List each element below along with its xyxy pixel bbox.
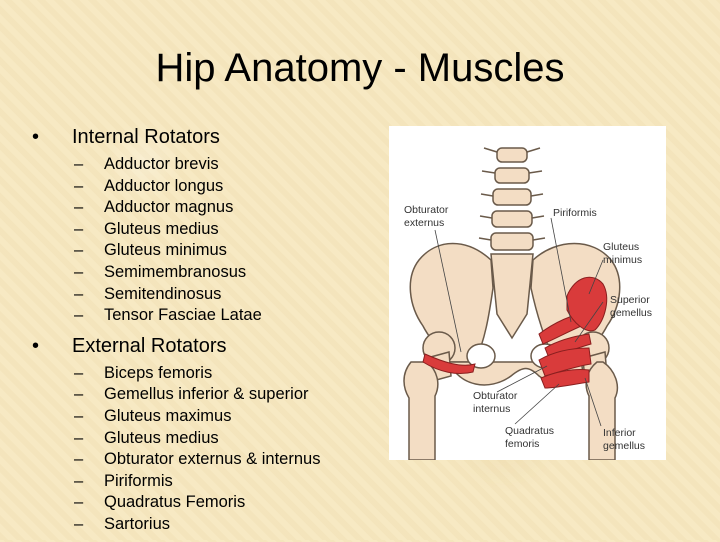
slide-title: Hip Anatomy - Muscles [155, 46, 565, 90]
bullet-icon: • [32, 334, 40, 357]
label-obturator-internus-1: Obturator [473, 390, 518, 402]
label-inferior-gemellus-2: gemellus [603, 440, 645, 452]
item-text: Gluteus minimus [104, 241, 227, 260]
label-obturator-externus-2: externus [404, 217, 444, 229]
leader-lines [434, 217, 604, 427]
list-item: – Gluteus minimus [30, 240, 380, 262]
label-superior-gemellus-2: gemellus [610, 307, 652, 319]
dash-icon: – [74, 155, 84, 173]
list-item: – Adductor brevis [30, 154, 380, 176]
list-item: – Adductor longus [30, 176, 380, 198]
item-text: Semimembranosus [104, 262, 247, 281]
dash-icon: – [74, 450, 84, 469]
item-text: Gemellus inferior & superior [104, 385, 309, 404]
label-obturator-internus-2: internus [473, 403, 510, 415]
list-item: – Semimembranosus [30, 262, 380, 284]
item-text: Gluteus medius [104, 219, 219, 238]
item-text: Adductor longus [104, 176, 224, 195]
label-superior-gemellus-1: Superior [610, 294, 650, 306]
muscle-lists: • Internal Rotators – Adductor brevis – Ad… [30, 124, 380, 542]
section-heading-internal: • Internal Rotators [30, 124, 380, 150]
dash-icon: – [74, 284, 84, 303]
section-heading-external: • External Rotators [30, 333, 380, 359]
bullet-icon: • [32, 126, 40, 148]
item-text: Obturator externus & internus [104, 450, 321, 469]
label-piriformis: Piriformis [553, 207, 597, 219]
label-gluteus-minimus-1: Gluteus [603, 241, 639, 253]
muscles [422, 276, 608, 389]
internal-rotators-list: – Adductor brevis – Adductor longus – Adduc… [30, 154, 380, 327]
section-heading-text: External Rotators [72, 334, 227, 357]
hip-anatomy-illustration: Obturator externus Piriformis Gluteus mi… [389, 126, 666, 460]
list-item: – Piriformis [30, 471, 380, 493]
item-text: Adductor magnus [104, 198, 234, 217]
list-item: – Gluteus medius [30, 428, 380, 450]
item-text: Semitendinosus [104, 284, 222, 303]
list-item: – Semitendinosus [30, 284, 380, 306]
label-inferior-gemellus-1: Inferior [603, 427, 636, 439]
item-text: Adductor brevis [104, 155, 219, 173]
list-item: – Tensor Fasciae Latae [30, 305, 380, 327]
gluteus-minimus-muscle [566, 276, 608, 332]
dash-icon: – [74, 471, 84, 490]
list-item: – Gluteus maximus [30, 406, 380, 428]
label-obturator-externus-1: Obturator [404, 204, 449, 216]
item-text: Biceps femoris [104, 363, 213, 382]
dash-icon: – [74, 385, 84, 404]
dash-icon: – [74, 514, 84, 533]
item-text: Sartorius [104, 514, 171, 533]
dash-icon: – [74, 363, 84, 382]
list-item: – Sartorius [30, 514, 380, 536]
inferior-gemellus-muscle [540, 369, 590, 389]
spine [478, 147, 546, 340]
dash-icon: – [74, 219, 84, 238]
list-item: – Quadratus Femoris [30, 492, 380, 514]
dash-icon: – [74, 198, 84, 217]
external-rotators-list: – Biceps femoris – Gemellus inferior & sup… [30, 363, 380, 536]
item-text: Piriformis [104, 471, 173, 490]
list-item: – Obturator externus & internus [30, 449, 380, 471]
list-item: – Biceps femoris [30, 363, 380, 385]
dash-icon: – [74, 262, 84, 281]
dash-icon: – [74, 241, 84, 260]
obturator-externus-muscle [422, 353, 476, 375]
item-text: Tensor Fasciae Latae [104, 306, 262, 325]
item-text: Gluteus maximus [104, 406, 232, 425]
list-item: – Gluteus medius [30, 219, 380, 241]
item-text: Gluteus medius [104, 428, 219, 447]
list-item: – Gemellus inferior & superior [30, 384, 380, 406]
label-quadratus-femoris-1: Quadratus [505, 425, 554, 437]
dash-icon: – [74, 493, 84, 512]
label-quadratus-femoris-2: femoris [505, 438, 539, 450]
dash-icon: – [74, 428, 84, 447]
pelvis-diagram: Obturator externus Piriformis Gluteus mi… [403, 147, 652, 460]
dash-icon: – [74, 176, 84, 195]
dash-icon: – [74, 306, 84, 325]
label-gluteus-minimus-2: minimus [603, 254, 642, 266]
list-item: – Adductor magnus [30, 197, 380, 219]
section-heading-text: Internal Rotators [72, 126, 220, 148]
dash-icon: – [74, 406, 84, 425]
item-text: Quadratus Femoris [104, 493, 246, 512]
